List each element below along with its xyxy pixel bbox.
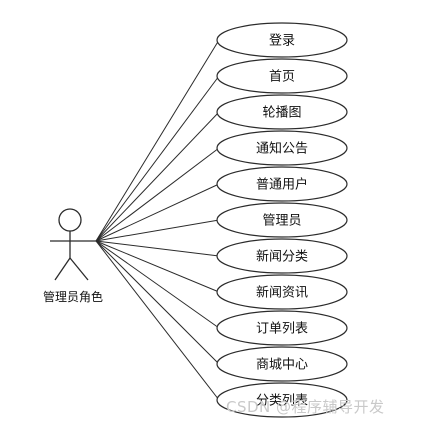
use-case-ellipse: [216, 274, 348, 310]
watermark: CSDN @程序辅导开发: [226, 398, 385, 416]
association-line: [95, 240, 220, 257]
use-case-label: 新闻资讯: [256, 285, 308, 301]
use-case-label: 轮播图: [262, 106, 301, 121]
association-line: [95, 111, 220, 242]
association-line: [95, 39, 220, 242]
use-case-label: 首页: [269, 70, 295, 85]
actor-right-leg: [69, 257, 89, 281]
use-case-ellipse: [216, 382, 348, 418]
use-case-label: 订单列表: [256, 322, 308, 337]
association-line: [95, 240, 220, 401]
use-case: 普通用户: [216, 166, 348, 202]
use-case-ellipse: [216, 22, 348, 58]
use-case-ellipse: [216, 130, 348, 166]
association-line: [95, 183, 220, 242]
use-case-label: 通知公告: [256, 141, 308, 157]
use-case-ellipse: [216, 346, 348, 382]
actor-figure: [50, 208, 96, 281]
use-case-ellipse: [216, 202, 348, 238]
use-case: 新闻分类: [216, 238, 348, 274]
use-case-ellipse: [216, 310, 348, 346]
association-line: [95, 240, 220, 293]
use-case-ellipse: [216, 58, 348, 94]
use-case: 轮播图: [216, 94, 348, 130]
actor-head: [58, 208, 82, 232]
association-line: [95, 147, 220, 242]
use-case-label: 普通用户: [256, 177, 308, 193]
use-case: 登录: [216, 22, 348, 58]
use-case-label: 新闻分类: [256, 249, 308, 265]
use-case: 新闻资讯: [216, 274, 348, 310]
association-line: [95, 240, 220, 329]
use-case-ellipse: [216, 94, 348, 130]
use-case: 首页: [216, 58, 348, 94]
use-case: 通知公告: [216, 130, 348, 166]
association-lines: [95, 39, 220, 401]
use-case-label: 管理员: [262, 214, 301, 229]
association-line: [95, 219, 220, 242]
use-case: 商城中心: [216, 346, 348, 382]
use-case-label: 登录: [269, 34, 295, 49]
use-case-ellipse: [216, 166, 348, 202]
use-case-ellipse: [216, 238, 348, 274]
use-case-label: 分类列表: [256, 394, 308, 409]
use-case: 管理员: [216, 202, 348, 238]
actor-left-leg: [54, 257, 71, 281]
association-line: [95, 240, 220, 365]
use-case: 订单列表: [216, 310, 348, 346]
actor-label: 管理员角色: [42, 290, 103, 304]
association-line: [95, 75, 220, 242]
use-case-label: 商城中心: [256, 358, 308, 373]
use-case: 分类列表: [216, 382, 348, 418]
